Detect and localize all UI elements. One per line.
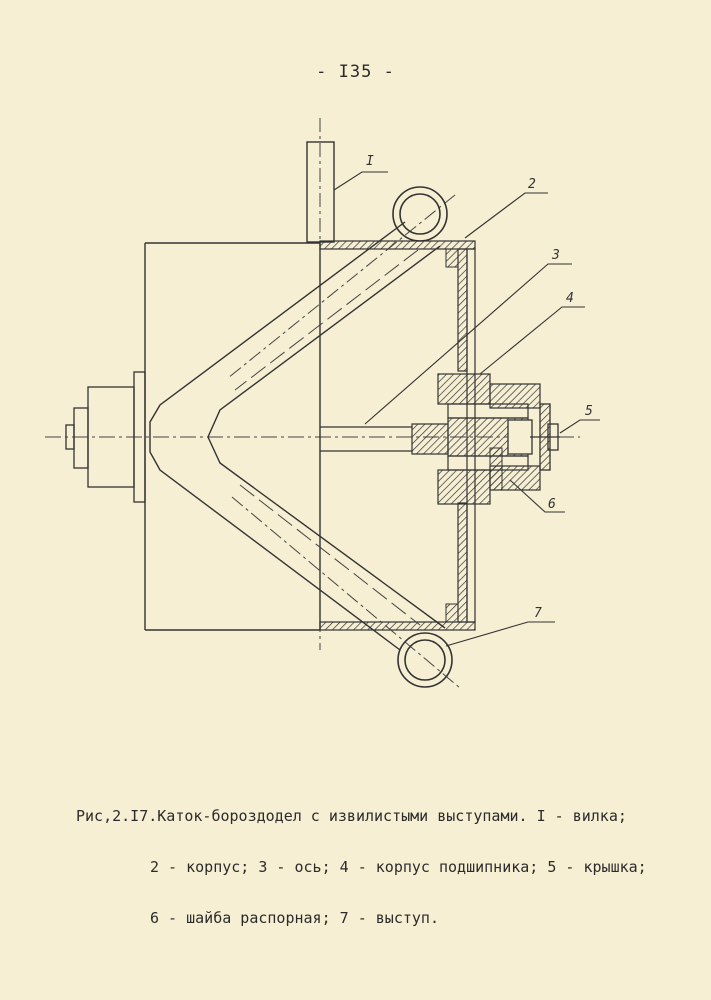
callout-5: 5 [585, 404, 593, 419]
axle [320, 426, 412, 452]
caption-line-3: 6 - шайба распорная; 7 - выступ. [150, 909, 439, 927]
caption-line-2: 2 - корпус; 3 - ось; 4 - корпус подшипни… [150, 858, 647, 876]
figure-caption: Рис,2.I7.Каток-бороздодел с извилистыми … [76, 774, 676, 944]
callout-2: 2 [528, 177, 536, 192]
callout-labels: I 2 3 4 5 6 7 [366, 154, 593, 621]
spacer-washer [489, 447, 503, 491]
tube-section-bottom [397, 632, 453, 688]
callout-4: 4 [566, 291, 574, 306]
projection-dashed-edges [234, 249, 421, 626]
callout-3: 3 [551, 248, 560, 263]
page-number: - I35 - [316, 62, 395, 82]
body-right-wall-lower [457, 502, 468, 623]
cap [507, 403, 560, 471]
projection-center-lines [227, 194, 461, 689]
corner-block-top [445, 248, 459, 268]
body-right-wall-upper [457, 248, 468, 372]
corner-block-bottom [445, 603, 459, 623]
callout-7: 7 [534, 606, 542, 621]
wavy-projection [149, 221, 446, 651]
caption-line-1: Рис,2.I7.Каток-бороздодел с извилистыми … [76, 807, 627, 825]
callout-6: 6 [548, 497, 556, 512]
tube-section-top [392, 186, 448, 242]
leader-lines [333, 171, 600, 647]
body-top-wall [319, 240, 476, 250]
body-bottom-wall [319, 621, 476, 631]
callout-1: I [366, 154, 374, 169]
left-hub [65, 371, 146, 503]
